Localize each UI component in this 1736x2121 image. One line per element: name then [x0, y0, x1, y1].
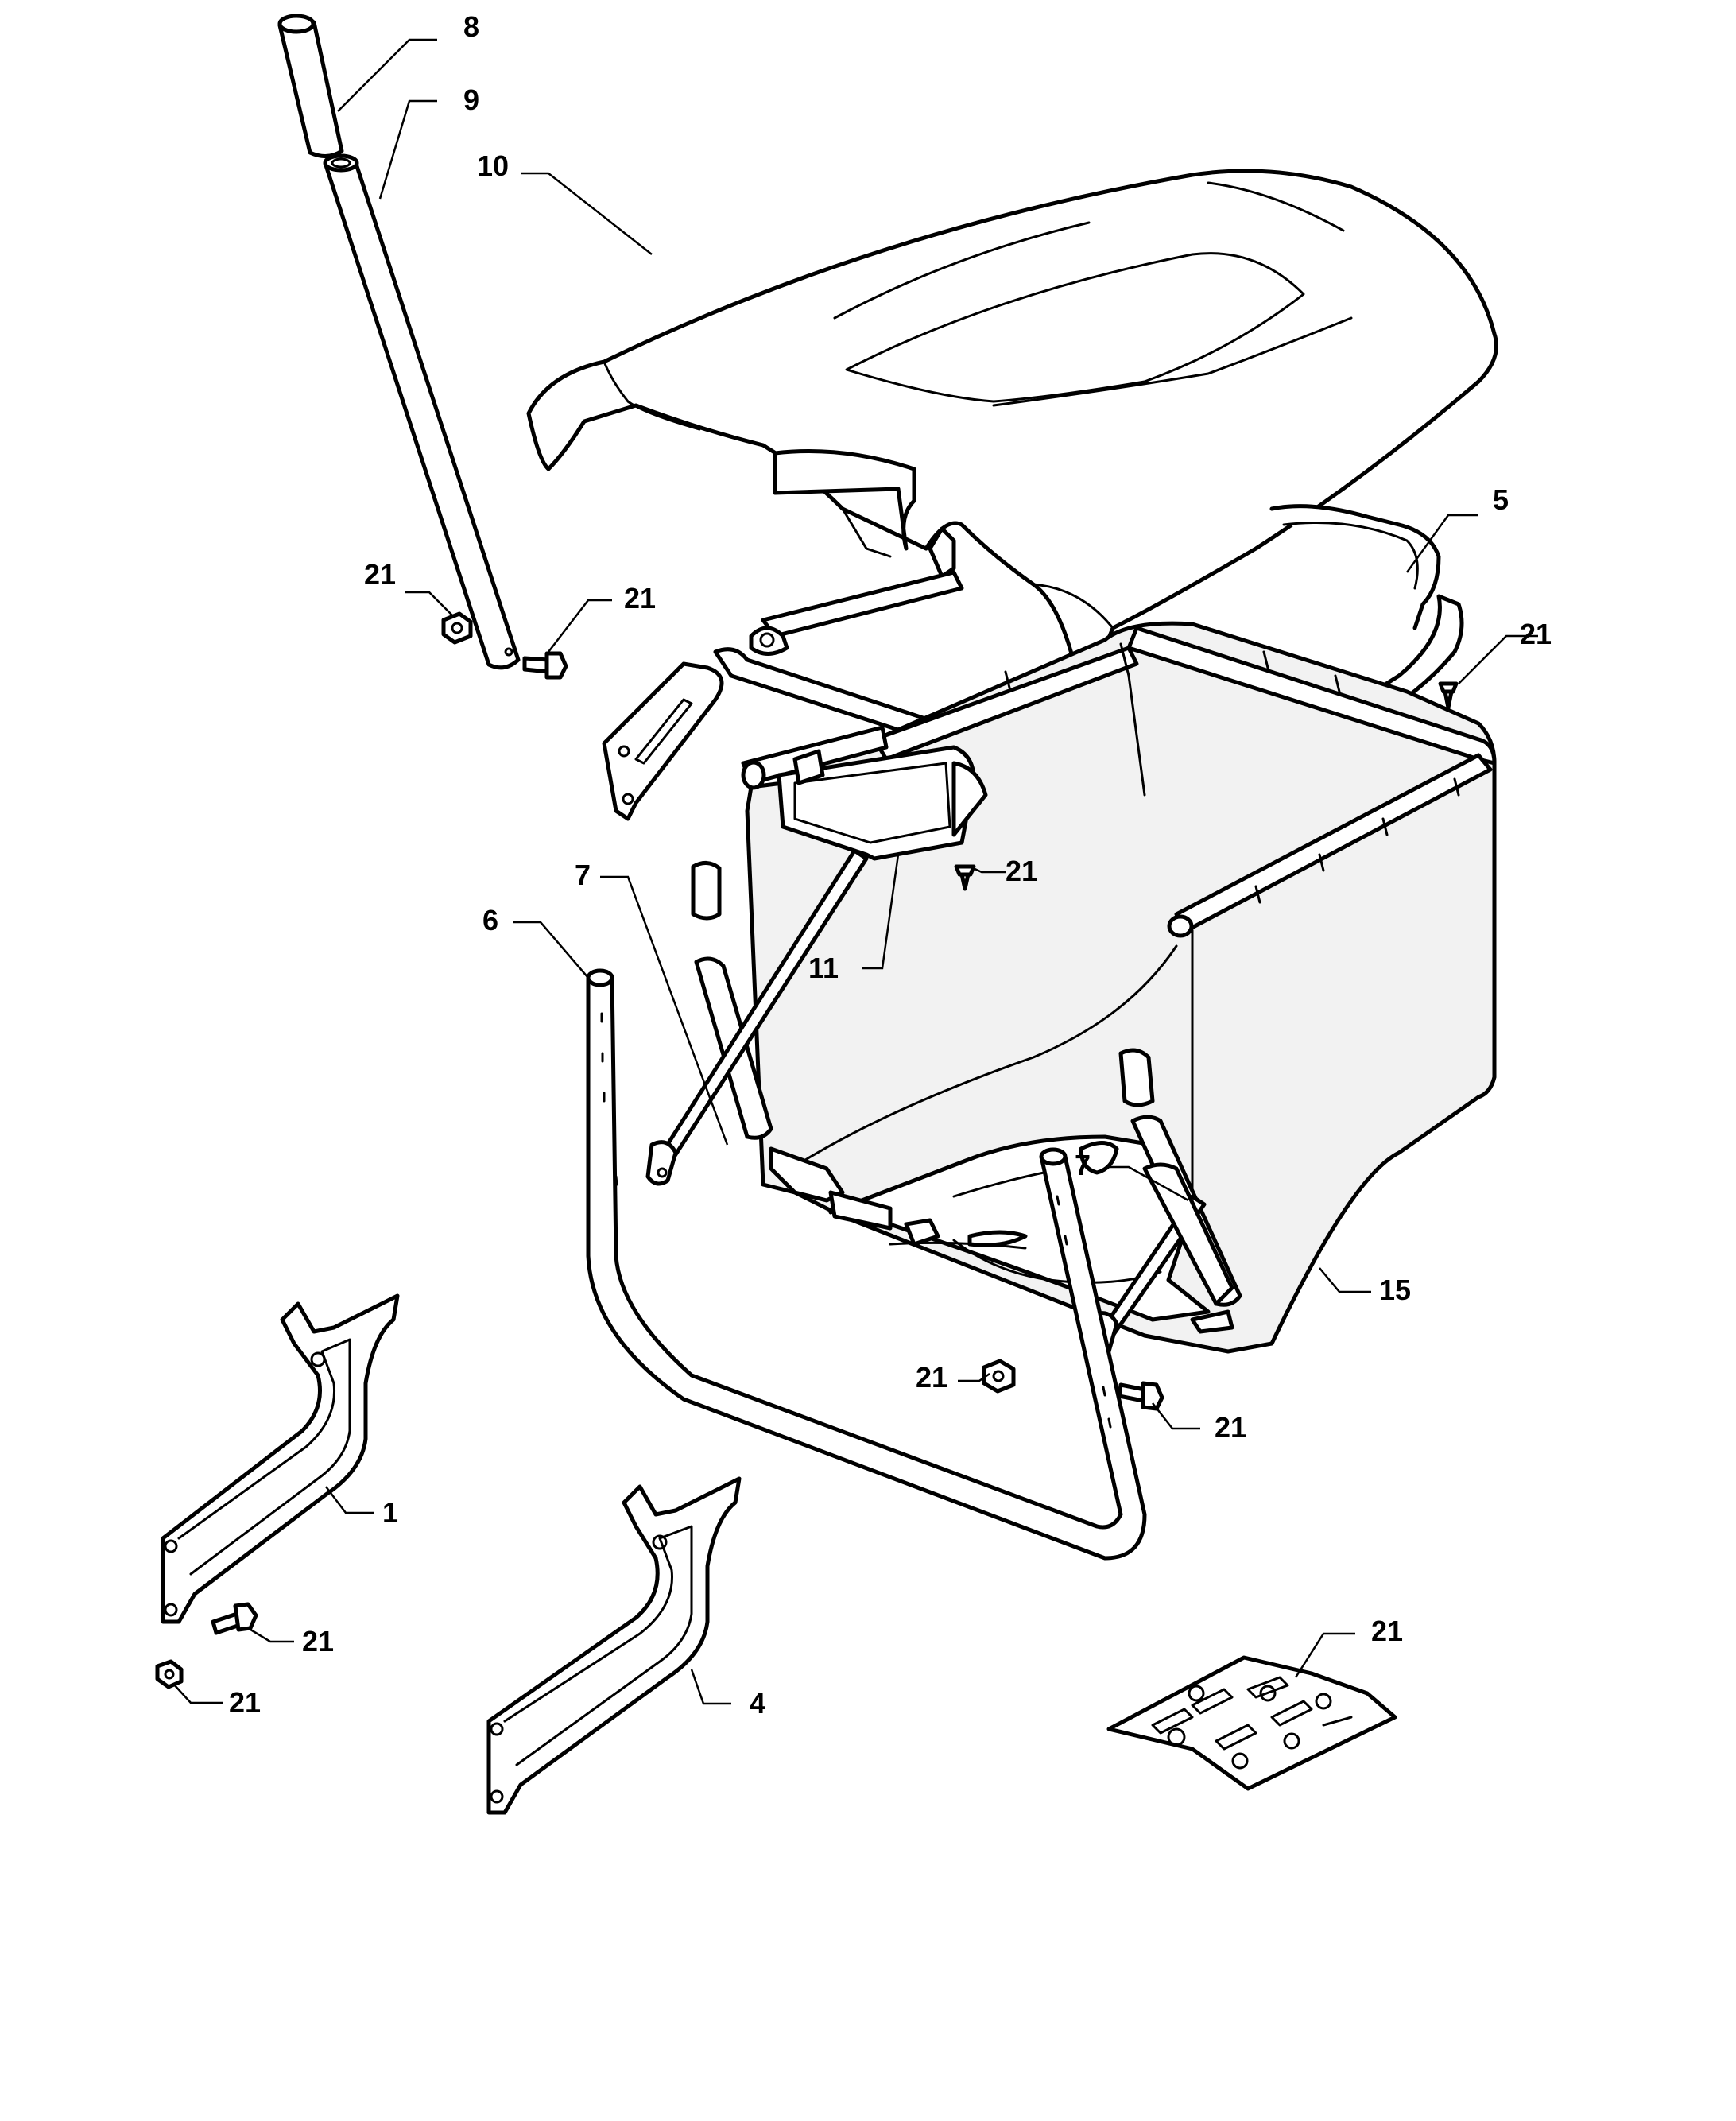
part-1-left-bracket: [161, 1293, 400, 1624]
part-21-nut-mid: [982, 1359, 1016, 1394]
part-11-deflector: [777, 745, 988, 861]
part-9-handle-tube: [323, 153, 521, 670]
callout-11: 11: [808, 952, 839, 984]
callout-5: 5: [1493, 483, 1509, 516]
callout-21-kit: 21: [1371, 1615, 1403, 1647]
part-21-bolt-bracket: [211, 1602, 258, 1635]
callout-21-bracket-bolt: 21: [302, 1625, 334, 1658]
part-4-right-bracket: [486, 1476, 742, 1815]
part-21-hardware-kit: [1106, 1655, 1397, 1791]
callout-4: 4: [750, 1687, 765, 1720]
part-6-lower-frame: [586, 968, 1147, 1561]
part-10-lid: [526, 169, 1498, 678]
part-7-right-strut: [1087, 1162, 1234, 1357]
leader-lines: [172, 38, 1538, 1705]
callout-7-right: 7: [1075, 1149, 1091, 1181]
part-21-screw-tray: [954, 864, 976, 891]
callout-21-right-screw: 21: [1520, 618, 1552, 650]
part-21-bolt-tube: [522, 651, 568, 680]
callout-21-mid-bolt: 21: [1215, 1411, 1246, 1444]
part-8-handle-grip: [277, 14, 344, 158]
callout-8: 8: [463, 10, 479, 43]
part-21-nut-tube: [441, 611, 473, 645]
callout-10: 10: [477, 149, 509, 182]
callout-21-mid-nut: 21: [916, 1361, 947, 1394]
callout-7-left: 7: [575, 859, 591, 891]
part-21-screw-right: [1438, 681, 1459, 710]
callout-15: 15: [1379, 1274, 1411, 1306]
part-21-bolt-mid: [1117, 1381, 1164, 1411]
callout-6: 6: [482, 904, 498, 936]
callout-21-tray-screw: 21: [1006, 855, 1037, 887]
callout-21-tube-nut: 21: [364, 558, 396, 591]
part-7-left-strut: [645, 848, 869, 1186]
callout-labels: 8 9 10 5 21 21 21 21 7 11 6 7 15 21 21 1…: [229, 10, 1552, 1720]
part-15-grass-bag: [691, 621, 1497, 1354]
callout-9: 9: [463, 83, 479, 116]
callout-21-bracket-nut: 21: [229, 1686, 261, 1719]
callout-21-tube-bolt: 21: [624, 582, 656, 615]
part-21-nut-bracket: [155, 1659, 184, 1689]
callout-1: 1: [382, 1496, 398, 1529]
